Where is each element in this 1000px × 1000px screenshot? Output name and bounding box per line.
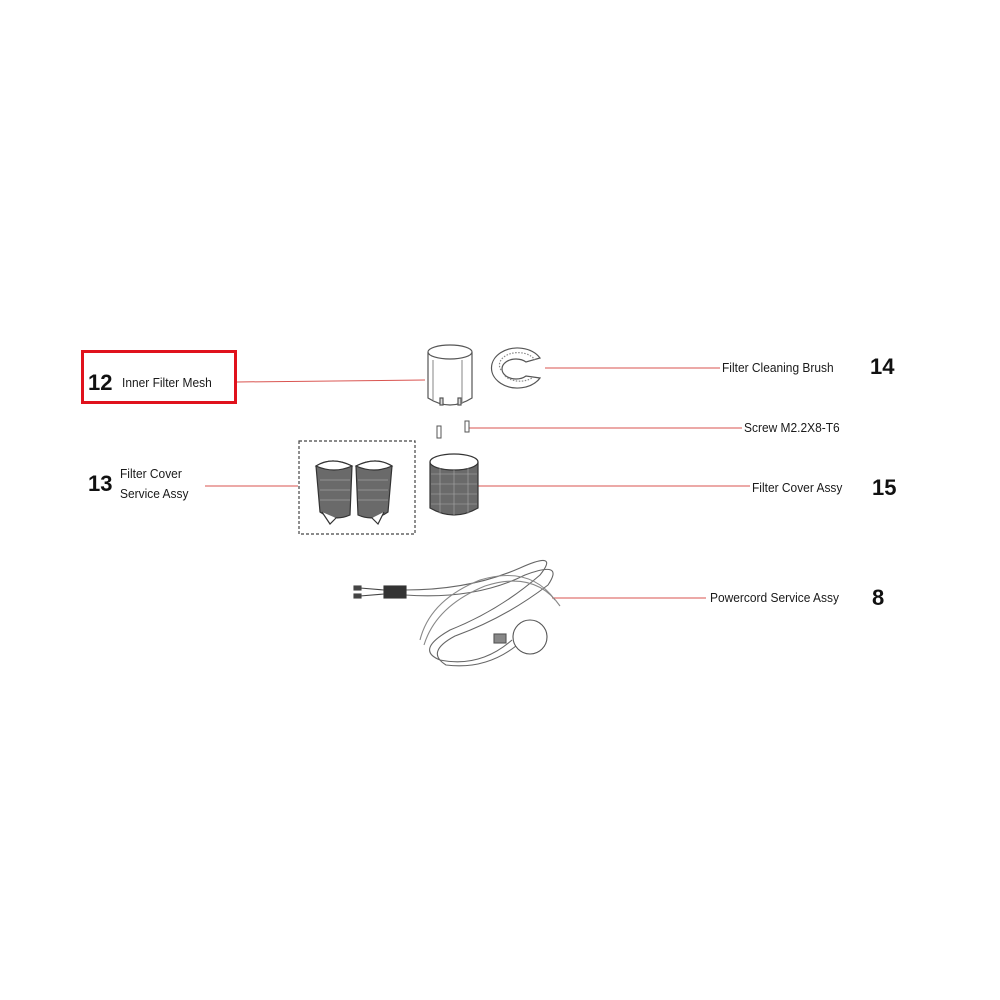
leader-line-12 (236, 379, 426, 383)
leader-lines (205, 367, 750, 599)
filter-cover-assy-drawing (429, 453, 479, 516)
part-label-filter-cover-line2: Service Assy (120, 486, 189, 501)
filter-cleaning-brush-drawing (490, 347, 542, 389)
part-label-inner-filter-mesh: Inner Filter Mesh (122, 375, 212, 390)
inner-filter-mesh-drawing (427, 344, 473, 406)
part-label-filter-cover-line1: Filter Cover (120, 466, 182, 481)
part-number-13: 13 (88, 471, 113, 496)
part-label-powercord-service-assy: Powercord Service Assy (710, 590, 839, 605)
screws-drawing (436, 420, 470, 439)
part-number-14: 14 (870, 354, 895, 379)
part-number-8: 8 (872, 585, 885, 610)
part-label-filter-cleaning-brush: Filter Cleaning Brush (722, 360, 834, 375)
part-label-filter-cover-assy: Filter Cover Assy (752, 480, 843, 495)
filter-cover-service-assy-drawing (298, 440, 416, 535)
part-label-screw: Screw M2.2X8-T6 (744, 420, 840, 435)
powercord-service-assy-drawing (353, 559, 561, 667)
part-number-15: 15 (872, 475, 897, 500)
part-number-12: 12 (88, 370, 113, 395)
highlight-box-part-12 (81, 350, 237, 404)
